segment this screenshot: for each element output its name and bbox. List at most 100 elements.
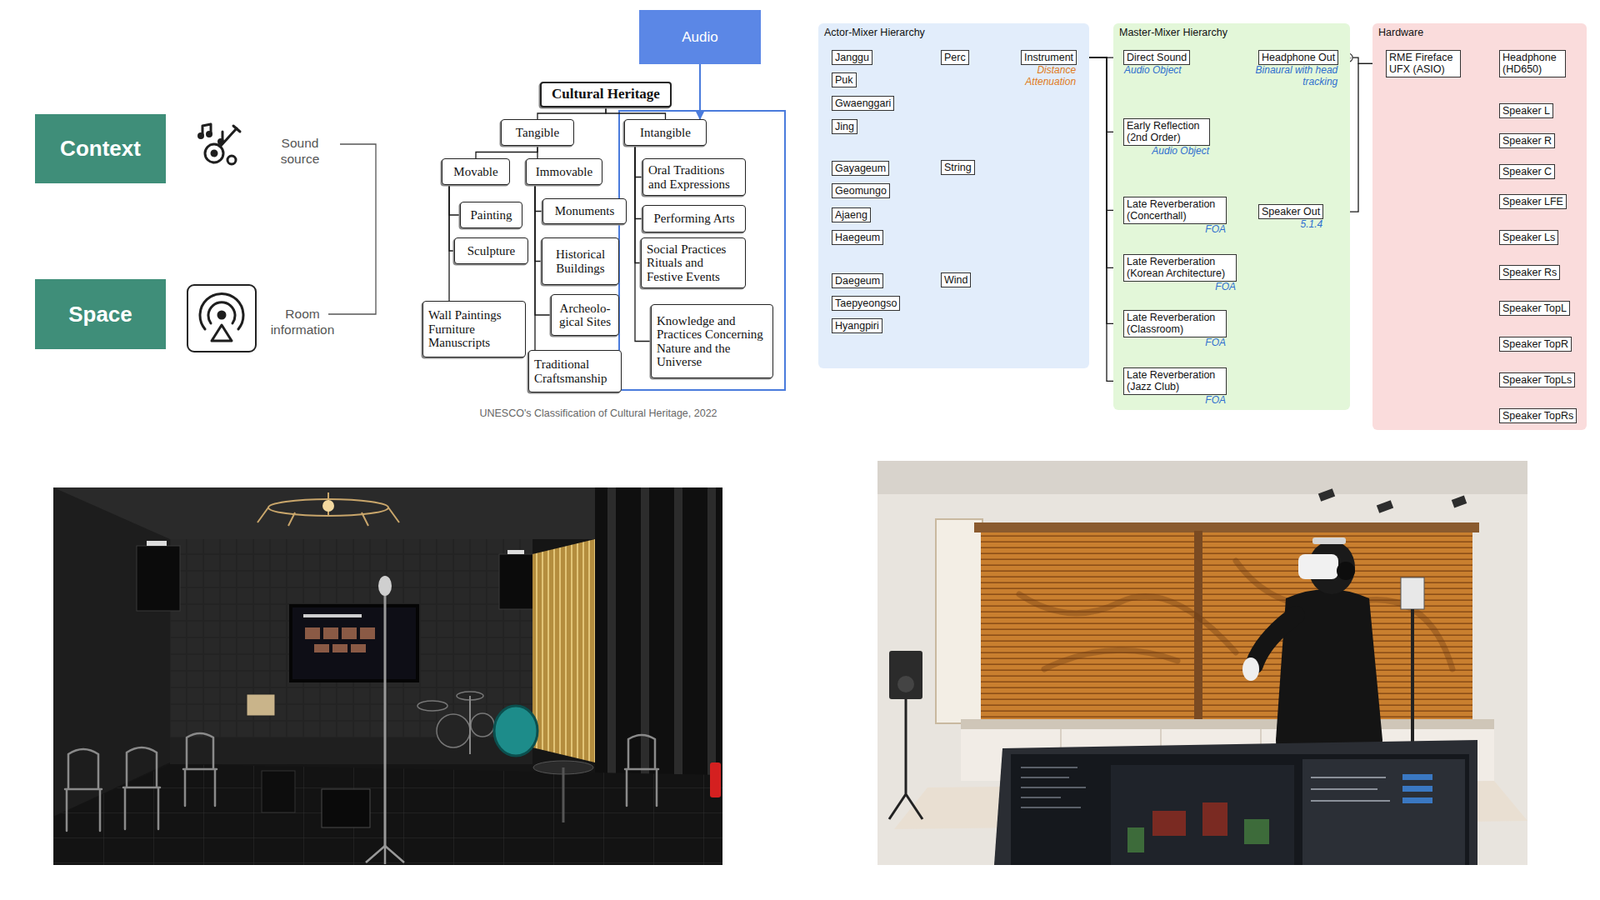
venue-photo-part bbox=[469, 695, 471, 755]
venue-photo-part bbox=[417, 691, 495, 748]
connector-line bbox=[448, 185, 450, 301]
lab-photo-part-part bbox=[1202, 802, 1228, 836]
hierarchy-panel: Actor-Mixer HierarchyJangguPukGwaenggari… bbox=[818, 23, 1090, 369]
root-box: Cultural Heritage bbox=[540, 81, 672, 108]
lab-photo-part bbox=[1318, 488, 1467, 514]
node-label: Master-Mixer Hierarchy bbox=[1119, 26, 1345, 39]
bus-box: Early Reflection (2nd Order)Audio Object bbox=[1123, 118, 1210, 146]
annotation: FOA bbox=[1205, 395, 1226, 407]
node-label: Hyangpiri bbox=[835, 320, 880, 332]
node-label: Speaker TopLs bbox=[1502, 374, 1572, 386]
instrument-icon-part bbox=[211, 150, 217, 156]
node-label: String bbox=[944, 161, 972, 174]
venue-photo-part bbox=[170, 539, 533, 744]
lab-photo-part bbox=[1020, 767, 1086, 808]
sound-object-box: Daegeum bbox=[831, 273, 884, 289]
annotation: Distance Attenuation bbox=[1009, 65, 1076, 89]
bus-box: Late Reverberation (Korean Architecture)… bbox=[1123, 254, 1237, 282]
node-label: Cultural Heritage bbox=[546, 86, 665, 103]
output-bus-box: Speaker Out5.1.4 bbox=[1258, 204, 1324, 220]
node-label: Hardware bbox=[1378, 26, 1581, 39]
speaker-box: Speaker TopL bbox=[1499, 300, 1570, 316]
instrument-icon-part bbox=[207, 132, 212, 137]
room-icon-part-part bbox=[211, 325, 232, 341]
speaker-box: Speaker Ls bbox=[1499, 230, 1559, 245]
lab-photo-part bbox=[889, 699, 923, 820]
lab-photo-part bbox=[1152, 802, 1228, 836]
node-label: Late Reverberation (Classroom) bbox=[1126, 311, 1224, 336]
node-label: Speaker L bbox=[1502, 105, 1550, 117]
venue-photo-part-part bbox=[323, 627, 339, 640]
connector-line bbox=[536, 145, 538, 159]
lab-photo-part bbox=[1302, 759, 1465, 865]
venue-photo-part-part bbox=[360, 627, 375, 640]
venue-photo-part bbox=[53, 764, 723, 865]
node-label: Context bbox=[60, 135, 141, 162]
sound-object-box: Hyangpiri bbox=[831, 318, 883, 334]
venue-photo-part bbox=[136, 545, 180, 611]
lab-photo-part bbox=[994, 740, 1478, 865]
venue-photo-part bbox=[53, 487, 723, 865]
venue-photo-part bbox=[562, 767, 565, 823]
venue-photo-part-part bbox=[183, 733, 217, 806]
bus-box: Late Reverberation (Concerthall)FOA bbox=[1123, 196, 1227, 225]
node-label: Traditional Craftsmanship bbox=[534, 357, 616, 385]
venue-photo-part-part bbox=[417, 700, 448, 711]
node-label: Movable bbox=[447, 165, 505, 180]
heritage-box: Archeolo- gical Sites bbox=[550, 294, 620, 336]
node-label: RME Fireface UFX (ASIO) bbox=[1389, 51, 1458, 76]
node-label: Instrument bbox=[1024, 51, 1074, 64]
lab-photo-part-part bbox=[1376, 500, 1394, 514]
lab-photo-part-part bbox=[1402, 797, 1433, 804]
venue-photo-part bbox=[261, 770, 295, 813]
lab-photo-part bbox=[889, 650, 923, 700]
lab-photo-part-part bbox=[1020, 796, 1061, 799]
instrument-icon-part bbox=[199, 134, 204, 139]
node-label: Speaker Out bbox=[1261, 205, 1320, 218]
annotation: FOA bbox=[1215, 281, 1236, 294]
venue-photo-part bbox=[532, 539, 595, 763]
category-box: Movable bbox=[441, 158, 510, 185]
node-label: Geomungo bbox=[835, 185, 887, 197]
sound-object-box: Ajaeng bbox=[831, 207, 871, 223]
lab-photo-part bbox=[897, 675, 915, 693]
lab-photo-part-part bbox=[1310, 776, 1386, 779]
connector-line bbox=[535, 185, 543, 212]
node-label: Painting bbox=[465, 208, 517, 223]
sound-object-box: Gwaenggari bbox=[831, 95, 895, 111]
speaker-box: Speaker TopR bbox=[1499, 336, 1572, 352]
node-label: Audio bbox=[681, 29, 718, 46]
heritage-box: Sculpture bbox=[454, 237, 529, 265]
node-label: Direct Sound bbox=[1126, 51, 1187, 64]
space-box: Space bbox=[35, 279, 166, 350]
bus-box: Late Reverberation (Classroom)FOA bbox=[1123, 310, 1227, 338]
speaker-box: Speaker LFE bbox=[1499, 194, 1567, 210]
node-label: Speaker TopR bbox=[1502, 338, 1569, 350]
lab-photo-part bbox=[1194, 530, 1203, 720]
lab-photo-part bbox=[935, 519, 983, 724]
lab-photo-part bbox=[1127, 819, 1270, 853]
venue-photo-part bbox=[303, 614, 362, 618]
node-label: Archeolo- gical Sites bbox=[556, 301, 614, 330]
lab-photo-part-part bbox=[1044, 650, 1178, 670]
venue-photo-part bbox=[378, 575, 392, 596]
figure-caption: UNESCO's Classification of Cultural Heri… bbox=[465, 407, 732, 420]
venue-photo-part bbox=[507, 550, 525, 555]
node-label: Oral Traditions and Expressions bbox=[648, 163, 740, 191]
lab-photo-part-part bbox=[1020, 806, 1081, 809]
instrument-icon-part bbox=[227, 155, 236, 165]
heritage-box: Historical Buildings bbox=[541, 237, 620, 285]
venue-photo-part-part bbox=[341, 627, 357, 640]
heritage-box: Oral Traditions and Expressions bbox=[642, 158, 746, 196]
device-box: Headphone (HD650) bbox=[1499, 50, 1566, 78]
icon-caption: Room information bbox=[265, 306, 340, 338]
venue-photo-part bbox=[53, 487, 170, 817]
room-icon-part bbox=[200, 293, 244, 341]
node-label: Speaker R bbox=[1502, 135, 1552, 147]
node-label: Wind bbox=[944, 274, 968, 286]
node-label: Knowledge and Practices Concerning Natur… bbox=[656, 314, 768, 370]
category-box: Tangible bbox=[500, 119, 575, 146]
venue-photo-part bbox=[321, 789, 370, 828]
room-icon-part bbox=[187, 285, 256, 352]
